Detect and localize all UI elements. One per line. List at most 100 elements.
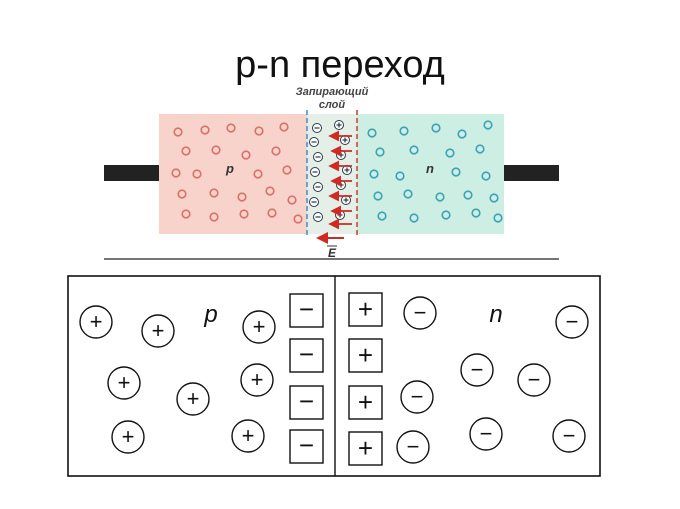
negative-ion (313, 182, 323, 192)
hole-dot (177, 189, 187, 199)
negative-ion-box: − (289, 338, 324, 373)
electron-dot (475, 144, 485, 154)
hole-dot (200, 125, 210, 135)
plus-sign: + (118, 370, 131, 395)
electron: − (555, 305, 589, 339)
electron-dot (431, 123, 441, 133)
negative-ion (313, 152, 323, 162)
positive-ion-box: + (348, 338, 383, 373)
plus-sign: + (90, 309, 103, 334)
electron-dot (409, 213, 419, 223)
negative-ion (309, 137, 319, 147)
minus-sign: − (528, 367, 541, 392)
electron-dot (435, 192, 445, 202)
electron-dot (493, 213, 503, 223)
electron-dot (399, 126, 409, 136)
electron-dot (471, 208, 481, 218)
barrier-layer-label: Запирающий (296, 86, 369, 98)
n-region-label: n (426, 161, 434, 176)
plus-sign: + (358, 294, 373, 324)
hole-dot (279, 122, 289, 132)
hole-dot (267, 208, 277, 218)
hole: + (176, 382, 210, 416)
hole-dot (226, 123, 236, 133)
bottom-diagram: p n ++++++++ −−−−−−−− −−−− ++++ (67, 275, 601, 477)
plus-sign: + (253, 314, 266, 339)
hole-dot (209, 188, 219, 198)
positive-ions: + + + + (348, 292, 383, 466)
top-diagram: p n Запирающий слой E (104, 86, 559, 260)
hole: + (242, 310, 276, 344)
minus-sign: − (407, 434, 420, 459)
minus-sign: − (471, 357, 484, 382)
plus-sign: + (358, 340, 373, 370)
minus-sign: − (414, 300, 427, 325)
electron: − (403, 296, 437, 330)
electron-dot (373, 191, 383, 201)
electron-dot (409, 145, 419, 155)
hole-dot (211, 145, 221, 155)
electron-dot (375, 147, 385, 157)
electron: − (469, 417, 503, 451)
plus-sign: + (358, 387, 373, 417)
hole-dot (171, 168, 181, 178)
minus-sign: − (563, 423, 576, 448)
minus-sign: − (299, 386, 314, 416)
hole-dot (287, 195, 297, 205)
minus-sign: − (299, 430, 314, 460)
hole-dot (254, 126, 264, 136)
negative-ion (313, 212, 323, 222)
electron-dot (403, 189, 413, 199)
hole-dot (237, 192, 247, 202)
minus-sign: − (411, 384, 424, 409)
negative-ion (309, 197, 319, 207)
hole: + (231, 419, 265, 453)
negative-ion-box: − (289, 429, 324, 464)
electron-dot (481, 171, 491, 181)
positive-ion-box: + (348, 431, 383, 466)
negative-ions: − − − − (289, 293, 324, 464)
hole: + (107, 366, 141, 400)
negative-ion (310, 167, 320, 177)
electron-dot (377, 211, 387, 221)
plus-sign: + (358, 433, 373, 463)
electron-dot (463, 190, 473, 200)
p-side-label: p (203, 301, 217, 328)
hole: + (111, 420, 145, 454)
lead-right (503, 165, 559, 181)
electron: − (396, 430, 430, 464)
negative-ion (312, 123, 322, 133)
barrier-layer-label-2: слой (319, 99, 346, 111)
electron-dot (489, 193, 499, 203)
plus-sign: + (251, 367, 264, 392)
minus-sign: − (299, 294, 314, 324)
hole-dot (241, 150, 251, 160)
hole-dot (192, 169, 202, 179)
electron-dot (445, 148, 455, 158)
positive-ion (334, 120, 344, 130)
hole: + (79, 305, 113, 339)
hole-dot (181, 209, 191, 219)
plus-sign: + (242, 423, 255, 448)
hole: + (141, 314, 175, 348)
electron-dot (457, 129, 467, 139)
hole-dot (265, 186, 275, 196)
electron-dot (369, 169, 379, 179)
negative-ion-box: − (289, 293, 324, 328)
plus-sign: + (122, 424, 135, 449)
minus-sign: − (480, 421, 493, 446)
hole-dot (253, 169, 263, 179)
depletion-ions (309, 120, 352, 230)
electron-dot (395, 171, 405, 181)
p-region (159, 114, 307, 234)
bottom-frame (67, 275, 601, 477)
hole: + (240, 363, 274, 397)
electrons: − − − − − − − − (396, 296, 589, 464)
hole-dot (181, 146, 191, 156)
positive-ion-box: + (348, 385, 383, 420)
positive-ion (340, 135, 350, 145)
minus-sign: − (566, 309, 579, 334)
positive-ion-box: + (348, 292, 383, 327)
negative-ion-box: − (289, 385, 324, 420)
electron: − (400, 380, 434, 414)
